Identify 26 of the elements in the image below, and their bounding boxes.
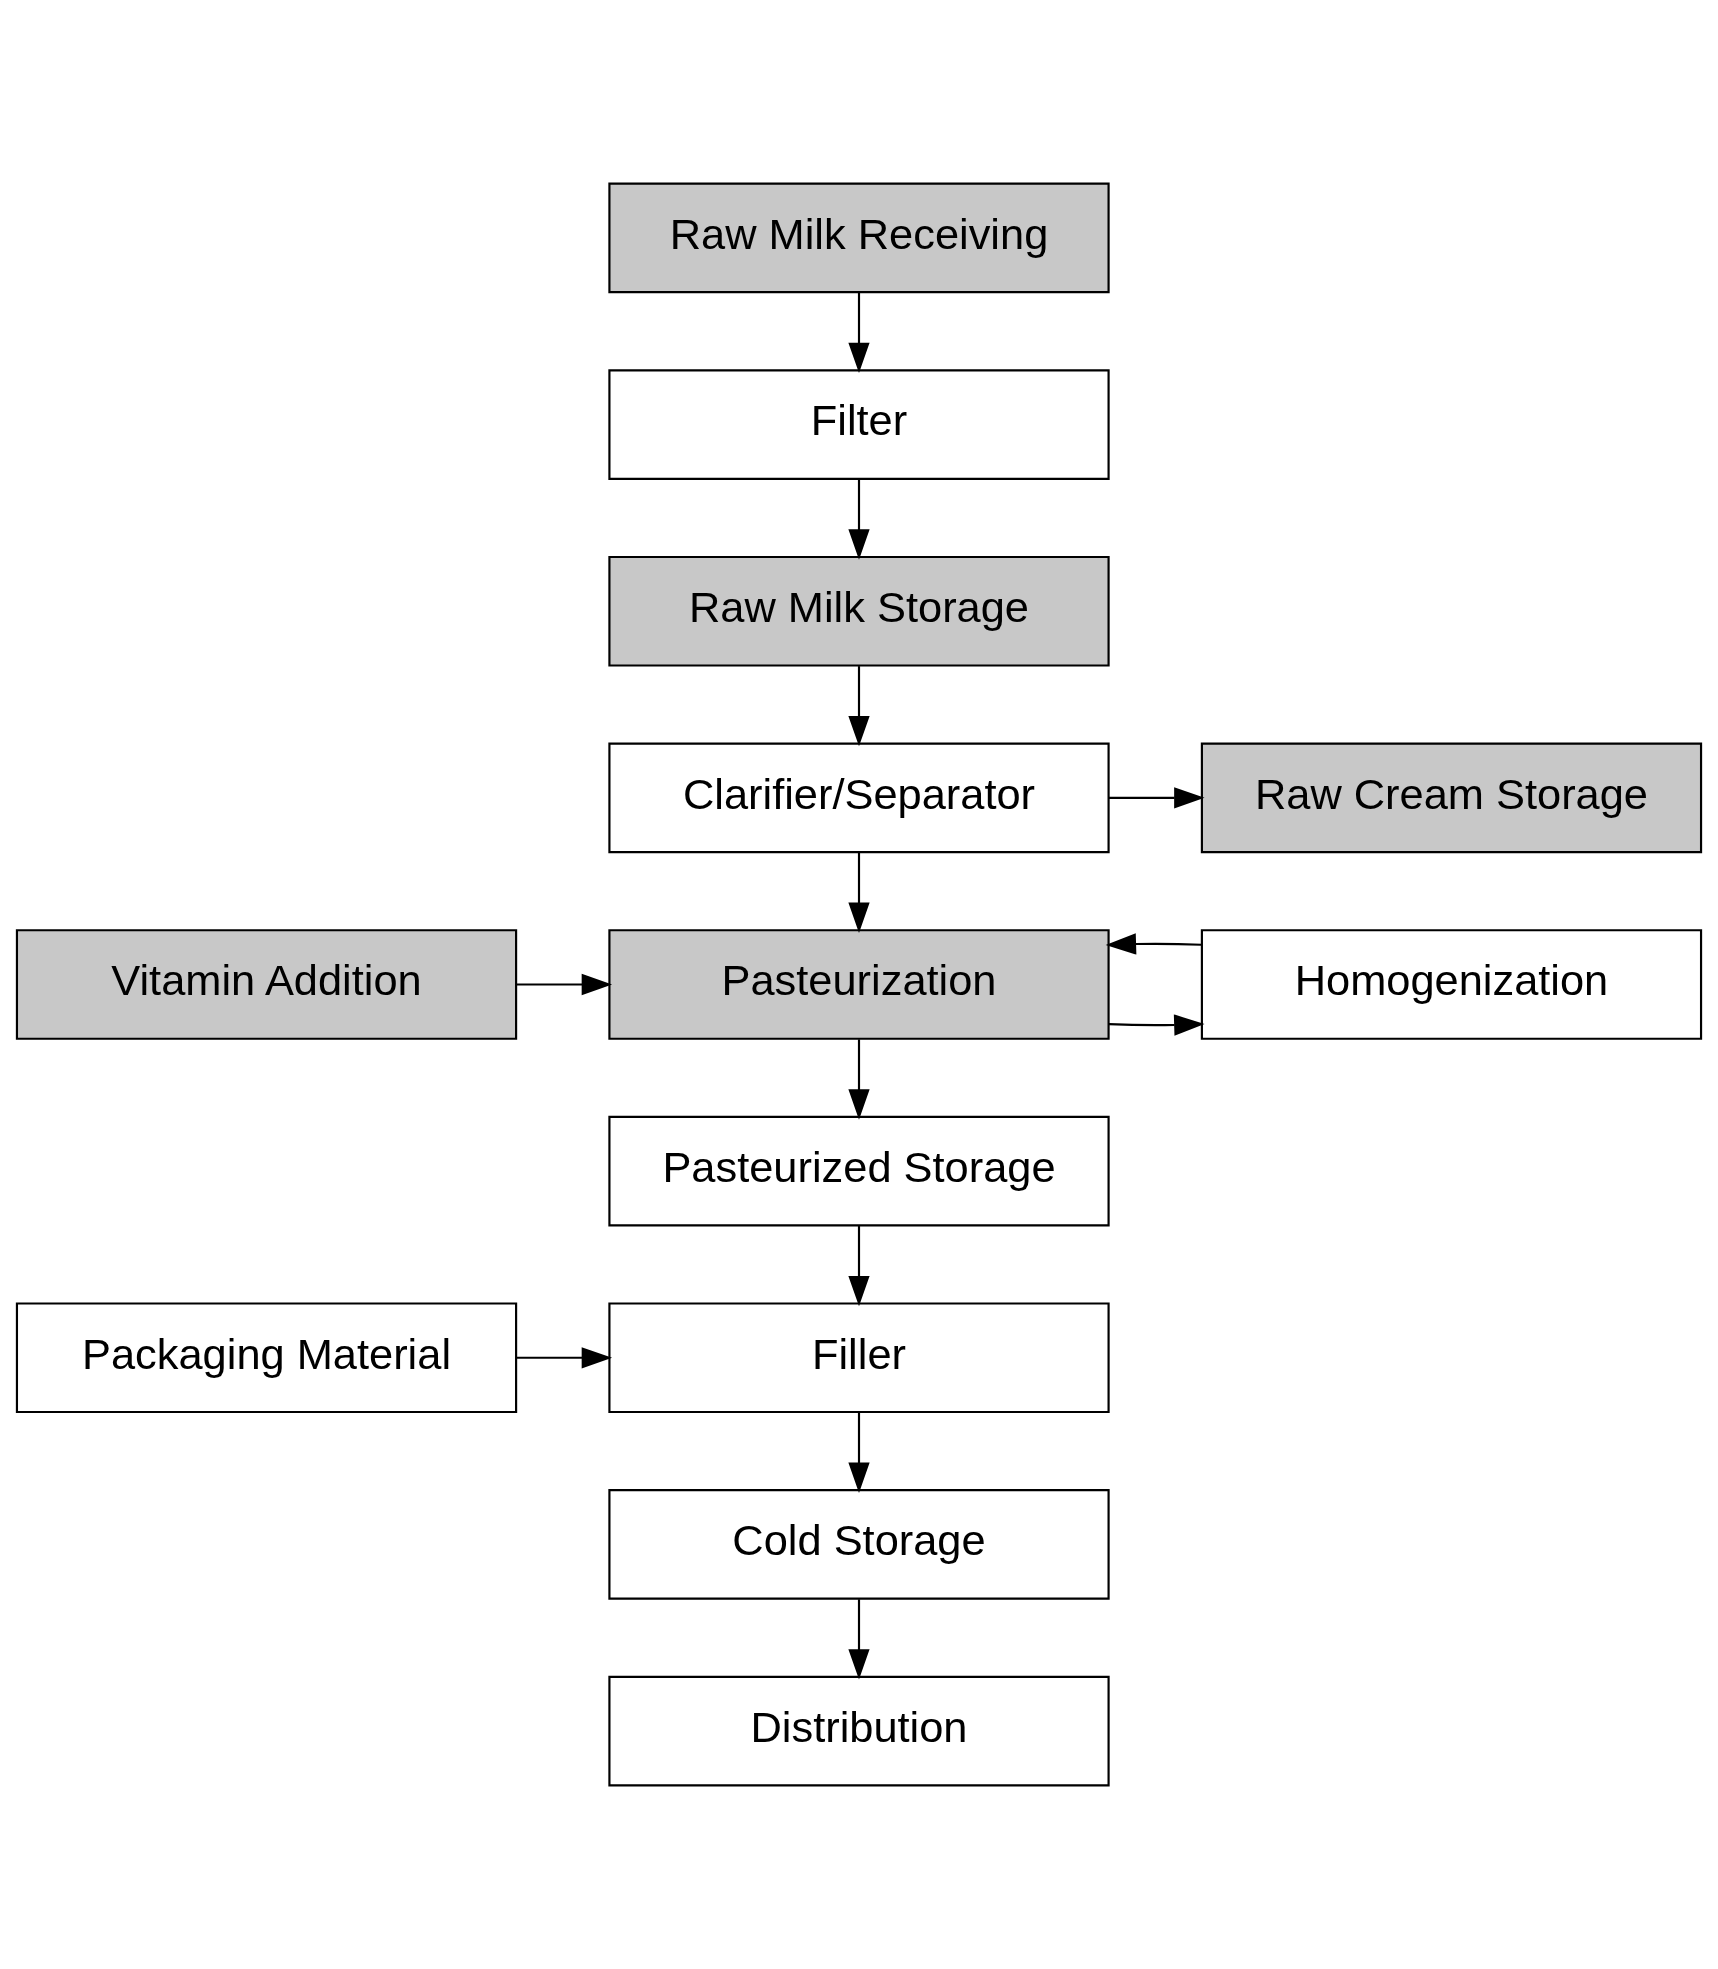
node-box: Clarifier/Separator	[608, 742, 1110, 854]
arrow	[848, 666, 870, 747]
arrow	[848, 292, 870, 374]
node-box: Vitamin Addition	[15, 929, 518, 1040]
arrow	[848, 852, 870, 933]
arrow	[1108, 1014, 1205, 1036]
arrow	[1108, 787, 1205, 809]
arrow	[516, 1347, 613, 1369]
arrow	[848, 479, 870, 560]
node-box: Pasteurized Storage	[608, 1115, 1110, 1227]
arrow	[848, 1599, 870, 1680]
node-box: Cold Storage	[608, 1489, 1110, 1600]
arrow	[848, 1226, 870, 1307]
node-box: Filter	[608, 369, 1110, 480]
node-box: Raw Milk Receiving	[608, 182, 1110, 294]
arrow	[848, 1412, 870, 1493]
node-box: Raw Milk Storage	[608, 555, 1110, 667]
node-box: Filler	[608, 1302, 1110, 1414]
arrow	[516, 973, 613, 996]
node-box: Packaging Material	[15, 1302, 518, 1414]
node-box: Pasteurization	[608, 929, 1110, 1040]
node-box: Raw Cream Storage	[1200, 742, 1703, 854]
arrow	[1105, 933, 1202, 955]
arrow	[848, 1039, 870, 1120]
node-box: Homogenization	[1200, 929, 1703, 1040]
node-box: Distribution	[608, 1675, 1110, 1787]
